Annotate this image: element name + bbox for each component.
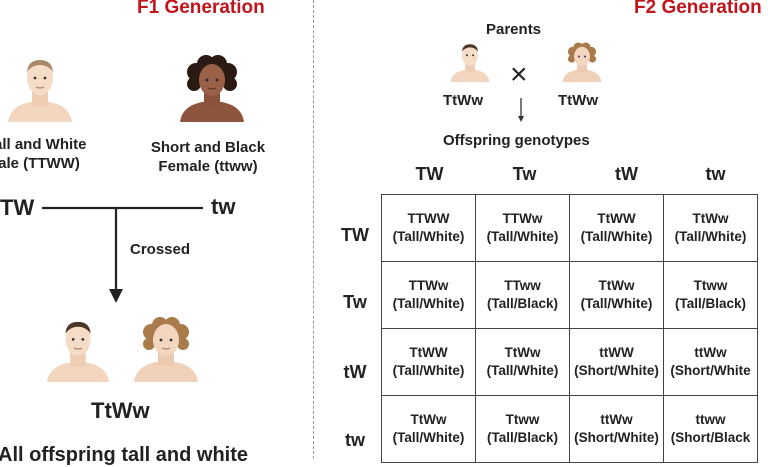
row-header-tw: tw bbox=[345, 430, 365, 450]
punnett-cell: Ttww (Tall/Black) bbox=[663, 261, 758, 329]
cell-genotype: ttWw bbox=[600, 412, 633, 427]
row-header-TW: TW bbox=[341, 225, 369, 245]
cell-phenotype: (Tall/White) bbox=[580, 296, 653, 311]
cell-genotype: TtWW bbox=[409, 345, 448, 360]
col-header-tW: tW bbox=[615, 164, 638, 184]
female-parent-label: Short and Black Female (ttww) bbox=[142, 138, 274, 176]
offspring-genotype: TtWw bbox=[91, 398, 150, 423]
col-header-TW: TW bbox=[415, 164, 444, 184]
punnett-square: TTWW (Tall/White) TTWw (Tall/White) TtWW (T… bbox=[381, 194, 758, 463]
cell-phenotype: (Tall/Black) bbox=[486, 430, 559, 445]
cell-genotype: TtWw bbox=[504, 345, 541, 360]
cell-phenotype: (Tall/White) bbox=[580, 229, 653, 244]
cell-phenotype: (Short/White bbox=[670, 363, 751, 378]
offspring-genotypes-label: Offspring genotypes bbox=[443, 132, 590, 149]
punnett-cell: TtWW (Tall/White) bbox=[381, 328, 476, 396]
cell-phenotype: (Tall/White) bbox=[674, 229, 747, 244]
f2-parent2-face-icon bbox=[562, 42, 602, 83]
punnett-cell: TTWw (Tall/White) bbox=[381, 261, 476, 329]
offspring-face-2-icon bbox=[134, 317, 198, 382]
punnett-row: TtWw (Tall/White) Ttww (Tall/Black) ttWw (S… bbox=[381, 395, 758, 463]
cell-phenotype: (Tall/White) bbox=[392, 296, 465, 311]
cell-genotype: TtWw bbox=[598, 278, 635, 293]
punnett-cell: TtWw (Tall/White) bbox=[663, 194, 758, 262]
punnett-cell: ttWw (Short/White) bbox=[569, 395, 664, 463]
punnett-cell: TtWW (Tall/White) bbox=[569, 194, 664, 262]
punnett-cell: TTWW (Tall/White) bbox=[381, 194, 476, 262]
cell-genotype: ttWw bbox=[694, 345, 727, 360]
cell-genotype: ttWW bbox=[599, 345, 634, 360]
left-gamete-label: TW bbox=[0, 195, 35, 220]
punnett-cell: TtWw (Tall/White) bbox=[475, 328, 570, 396]
cross-symbol: × bbox=[510, 58, 528, 91]
female-label-line2: Female (ttww) bbox=[158, 158, 258, 175]
cell-phenotype: (Tall/White) bbox=[486, 229, 559, 244]
punnett-row: TTWw (Tall/White) TTww (Tall/Black) TtWw (T… bbox=[381, 261, 758, 329]
panel-divider bbox=[313, 0, 314, 459]
right-gamete-label: tw bbox=[211, 194, 236, 219]
f1-conclusion: All offspring tall and white bbox=[0, 444, 248, 466]
col-header-tw: tw bbox=[705, 164, 726, 184]
male-label-line2: lale (TTWW) bbox=[0, 155, 80, 172]
offspring-face-1-icon bbox=[46, 321, 110, 382]
male-label-line1: all and White bbox=[0, 136, 87, 153]
parent2-genotype: TtWw bbox=[558, 92, 598, 109]
punnett-cell: ttww (Short/Black bbox=[663, 395, 758, 463]
cell-genotype: Ttww bbox=[505, 412, 540, 427]
row-header-tW: tW bbox=[343, 362, 367, 382]
parents-label: Parents bbox=[486, 21, 542, 38]
cell-phenotype: (Tall/White) bbox=[486, 363, 559, 378]
cell-phenotype: (Short/White) bbox=[574, 430, 659, 445]
f2-parent1-face-icon bbox=[450, 44, 490, 83]
light-male-face-icon bbox=[8, 60, 72, 122]
female-label-line1: Short and Black bbox=[150, 139, 266, 156]
cell-phenotype: (Tall/White) bbox=[392, 430, 465, 445]
f2-title: F2 Generation bbox=[634, 0, 762, 18]
punnett-cell: Ttww (Tall/Black) bbox=[475, 395, 570, 463]
male-parent-label: all and White lale (TTWW) bbox=[0, 135, 87, 173]
punnett-cell: ttWW (Short/White) bbox=[569, 328, 664, 396]
offspring-arrow bbox=[518, 98, 524, 122]
punnett-cell: TTww (Tall/Black) bbox=[475, 261, 570, 329]
punnett-cell: ttWw (Short/White bbox=[663, 328, 758, 396]
col-header-Tw: Tw bbox=[512, 164, 537, 184]
cell-genotype: TtWW bbox=[597, 211, 636, 226]
punnett-cell: TtWw (Tall/White) bbox=[569, 261, 664, 329]
cell-genotype: ttww bbox=[695, 412, 726, 427]
cell-genotype: TTWw bbox=[502, 211, 543, 226]
cell-phenotype: (Tall/Black) bbox=[486, 296, 559, 311]
cell-genotype: TTWw bbox=[408, 278, 449, 293]
cell-phenotype: (Short/White) bbox=[574, 363, 659, 378]
cell-genotype: TTWW bbox=[407, 211, 450, 226]
cell-genotype: Ttww bbox=[693, 278, 728, 293]
cell-genotype: TTww bbox=[504, 278, 541, 293]
cell-phenotype: (Short/Black bbox=[670, 430, 751, 445]
crossed-label: Crossed bbox=[130, 241, 191, 258]
cell-phenotype: (Tall/Black) bbox=[674, 296, 747, 311]
row-header-Tw: Tw bbox=[343, 292, 367, 312]
cell-genotype: TtWw bbox=[410, 412, 447, 427]
dark-female-face-icon bbox=[180, 55, 244, 122]
parent1-genotype: TtWw bbox=[443, 92, 483, 109]
cross-connector bbox=[42, 206, 203, 303]
punnett-row: TtWW (Tall/White) TtWw (Tall/White) ttWW (S… bbox=[381, 328, 758, 396]
f1-title: F1 Generation bbox=[137, 0, 265, 18]
punnett-cell: TTWw (Tall/White) bbox=[475, 194, 570, 262]
punnett-cell: TtWw (Tall/White) bbox=[381, 395, 476, 463]
cell-genotype: TtWw bbox=[692, 211, 729, 226]
cell-phenotype: (Tall/White) bbox=[392, 363, 465, 378]
punnett-row: TTWW (Tall/White) TTWw (Tall/White) TtWW (T… bbox=[381, 194, 758, 262]
cell-phenotype: (Tall/White) bbox=[392, 229, 465, 244]
